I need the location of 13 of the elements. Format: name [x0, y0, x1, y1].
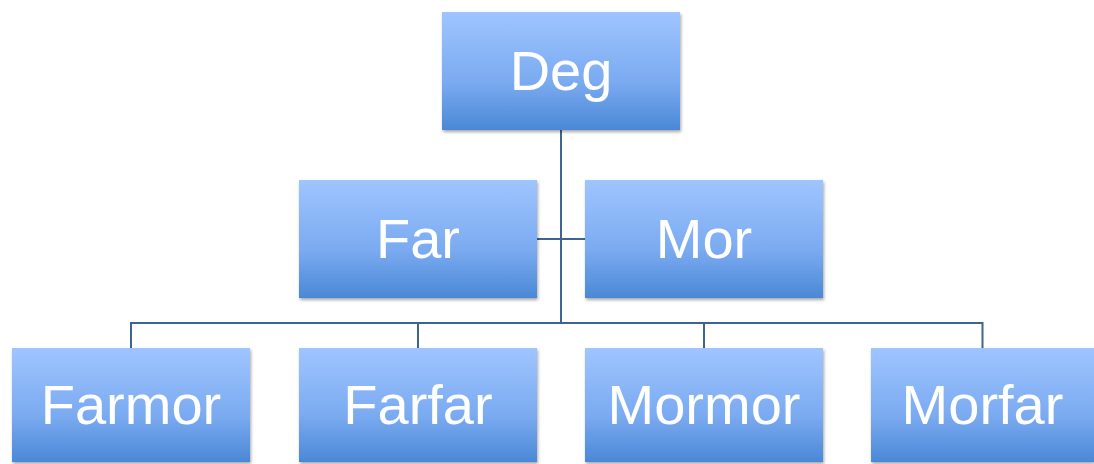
node-label: Mor — [655, 211, 753, 267]
person-box — [299, 180, 537, 298]
node-label: Mormor — [607, 377, 801, 433]
person-box — [871, 348, 1094, 462]
node-label: Farfar — [343, 377, 493, 433]
person-box — [585, 180, 823, 298]
person-box — [12, 348, 250, 462]
person-box — [585, 348, 823, 462]
person-box — [442, 12, 680, 130]
node-label: Morfar — [901, 377, 1064, 433]
node-label: Far — [376, 211, 460, 267]
node-label: Farmor — [40, 377, 222, 433]
person-box — [299, 348, 537, 462]
